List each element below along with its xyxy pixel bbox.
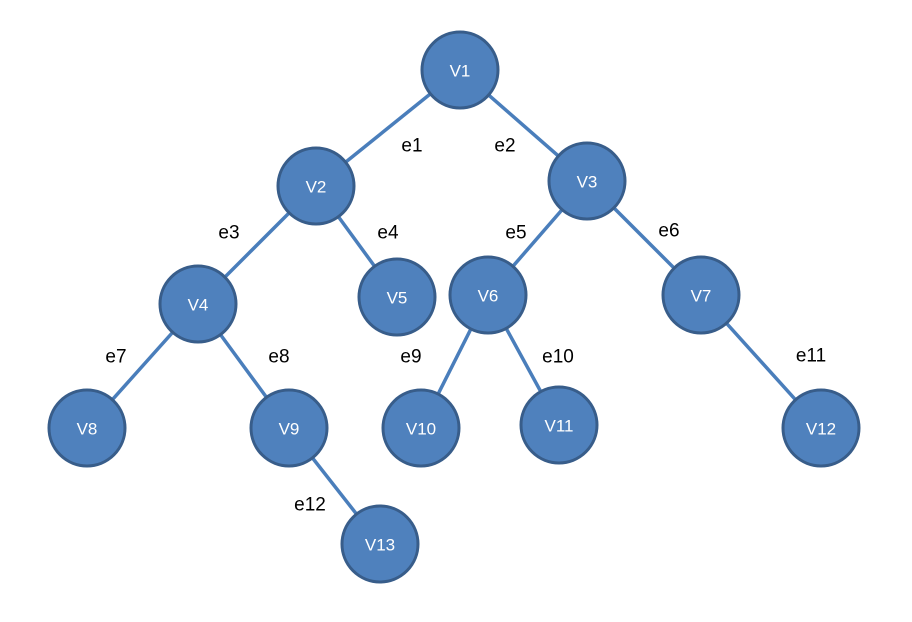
node-label-v5: V5 bbox=[387, 289, 408, 308]
node-label-v3: V3 bbox=[577, 173, 598, 192]
edge-labels-layer: e1 e2 e3 e4 e5 e6 e7 e8 e9 e10 e11 e12 bbox=[105, 136, 826, 516]
node-v12: V12 bbox=[781, 388, 861, 468]
node-circle-v1 bbox=[420, 30, 500, 110]
node-circle-v2 bbox=[276, 146, 356, 226]
node-circle-v3 bbox=[547, 141, 627, 221]
edge-label-e1: e1 bbox=[401, 136, 422, 157]
edge-label-e11: e11 bbox=[796, 346, 826, 367]
edge-label-e4: e4 bbox=[377, 223, 399, 244]
edge-label-e3: e3 bbox=[218, 223, 239, 244]
node-v11: V11 bbox=[519, 385, 599, 465]
node-circle-v8 bbox=[47, 388, 127, 468]
node-v3: V3 bbox=[547, 141, 627, 221]
node-v4: V4 bbox=[158, 264, 238, 344]
edge-label-e5: e5 bbox=[505, 223, 526, 244]
node-circle-v6 bbox=[448, 255, 528, 335]
node-label-v8: V8 bbox=[77, 420, 98, 439]
node-v8: V8 bbox=[47, 388, 127, 468]
node-circle-v5 bbox=[357, 257, 437, 337]
node-v10: V10 bbox=[381, 388, 461, 468]
node-circle-v7 bbox=[661, 255, 741, 335]
node-v9: V9 bbox=[249, 388, 329, 468]
node-circle-v4 bbox=[158, 264, 238, 344]
node-label-v6: V6 bbox=[478, 287, 499, 306]
node-label-v13: V13 bbox=[365, 536, 395, 555]
node-circle-v12 bbox=[781, 388, 861, 468]
node-circle-v9 bbox=[249, 388, 329, 468]
node-v13: V13 bbox=[340, 504, 420, 584]
node-label-v4: V4 bbox=[188, 296, 209, 315]
edge-label-e12: e12 bbox=[294, 495, 326, 516]
node-v7: V7 bbox=[661, 255, 741, 335]
node-v6: V6 bbox=[448, 255, 528, 335]
node-v1: V1 bbox=[420, 30, 500, 110]
node-label-v12: V12 bbox=[806, 420, 836, 439]
node-circle-v10 bbox=[381, 388, 461, 468]
node-label-v10: V10 bbox=[406, 420, 436, 439]
node-label-v11: V11 bbox=[545, 417, 574, 436]
node-label-v2: V2 bbox=[306, 178, 327, 197]
edge-label-e8: e8 bbox=[268, 347, 289, 368]
node-v2: V2 bbox=[276, 146, 356, 226]
edge-label-e2: e2 bbox=[494, 136, 515, 157]
node-v5: V5 bbox=[357, 257, 437, 337]
node-circle-v11 bbox=[519, 385, 599, 465]
edge-label-e10: e10 bbox=[542, 347, 574, 368]
edge-label-e9: e9 bbox=[400, 347, 421, 368]
node-circle-v13 bbox=[340, 504, 420, 584]
node-label-v7: V7 bbox=[691, 287, 712, 306]
edge-label-e6: e6 bbox=[658, 221, 679, 242]
edge-label-e7: e7 bbox=[105, 347, 126, 368]
node-label-v1: V1 bbox=[450, 62, 471, 81]
node-label-v9: V9 bbox=[279, 420, 300, 439]
